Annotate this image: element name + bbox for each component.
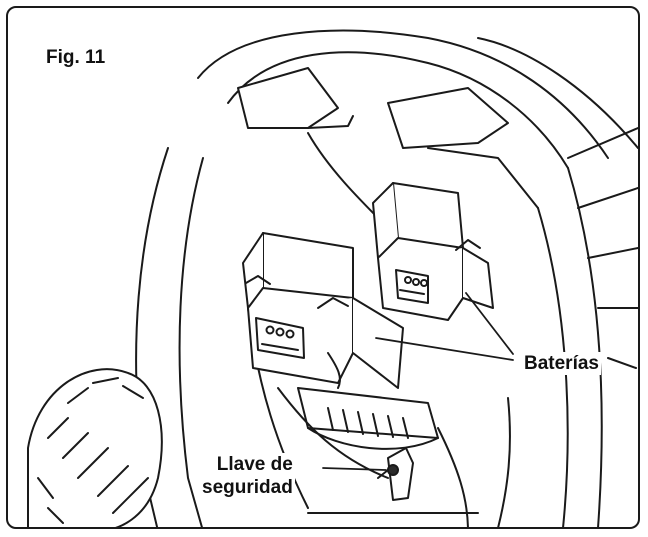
battery-front: [242, 232, 404, 389]
figure-title: Fig. 11: [46, 47, 106, 68]
safety-key: [377, 447, 414, 501]
leader-safety-key: [322, 467, 387, 471]
callout-safety-key: Llave de seguridad: [200, 453, 295, 499]
leader-battery-rear: [465, 292, 514, 355]
compartment-lid: [237, 67, 539, 229]
figure-frame: Fig. 11 Baterías Llave de seguridad: [6, 6, 640, 529]
callout-safety-key-line1: Llave de: [216, 454, 293, 475]
leader-battery-front: [375, 337, 514, 361]
callout-leaders: [322, 292, 514, 471]
mower-battery-compartment-drawing: [27, 29, 638, 527]
callout-safety-key-line2: seguridad: [202, 477, 293, 498]
mower-housing: [135, 29, 638, 527]
callout-batteries: Baterías: [522, 352, 601, 375]
rear-wheel: [27, 368, 163, 527]
motor-fins: [297, 387, 439, 450]
battery-rear: [372, 182, 494, 321]
